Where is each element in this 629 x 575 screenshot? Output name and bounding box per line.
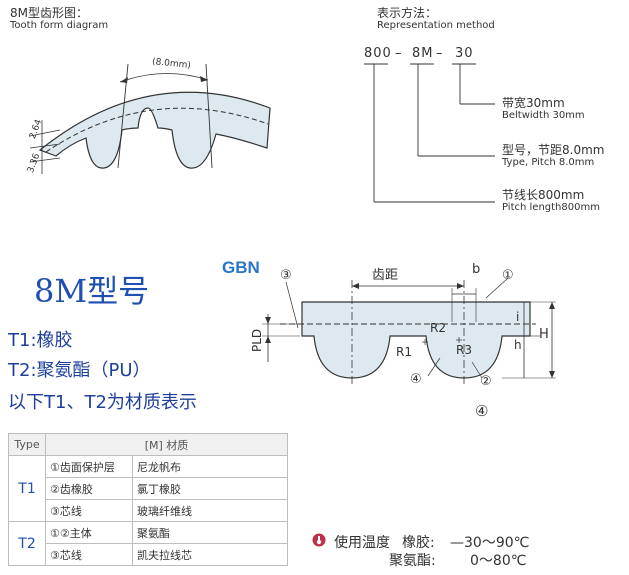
rubber-temp-label: 橡胶:	[402, 535, 435, 551]
pu-temp-range: 0～80℃	[470, 553, 527, 569]
temperature-label: 使用温度	[334, 535, 390, 551]
table-header-material: [M] 材质	[45, 433, 288, 456]
representation-subtitle: Representation method	[377, 20, 495, 31]
r3-label: R3	[456, 343, 472, 357]
table-row: T1 ①齿面保护层 尼龙帆布	[8, 455, 288, 522]
table-cell-part: ①齿面保护层	[45, 455, 133, 478]
pitch-length-label-en: Pitch length800mm	[502, 202, 600, 213]
table-row: T2 ①②主体 聚氨酯	[8, 521, 288, 566]
pitch-length-label-cn: 节线长800mm	[502, 188, 585, 202]
t2-material: T2:聚氨酯（PU）	[8, 360, 151, 381]
rubber-temp-range: —30～90℃	[450, 535, 530, 551]
t1-material: T1:橡胶	[8, 330, 73, 351]
h-tooth-label: h	[514, 338, 522, 352]
tooth-form-subtitle: Tooth form diagram	[10, 20, 109, 31]
table-row: ③芯线 凯夫拉线芯	[9, 543, 288, 566]
table-header-row: Type [M] 材质	[8, 433, 288, 456]
callout-1: ①	[502, 268, 514, 283]
table-cell-material: 玻璃纤维线	[132, 499, 288, 522]
beltwidth-label-cn: 带宽30mm	[502, 96, 565, 110]
code-part-type: 8M	[412, 46, 434, 61]
group-type-t2: T2	[8, 521, 46, 566]
model-title-cn: 型号	[87, 274, 150, 310]
table-cell-part: ①②主体	[45, 521, 133, 544]
r1-label: R1	[396, 345, 412, 359]
table-cell-part: ③芯线	[45, 543, 133, 566]
r2-label: R2	[430, 321, 446, 335]
belt-section-diagram	[262, 277, 556, 386]
beltwidth-label-en: Beltwidth 30mm	[502, 110, 585, 121]
type-label-en: Type, Pitch 8.0mm	[502, 157, 595, 168]
table-cell-material: 凯夫拉线芯	[132, 543, 288, 566]
group-type-t1: T1	[8, 455, 46, 522]
material-note: 以下T1、T2为材质表示	[8, 392, 197, 413]
table-cell-material: 氯丁橡胶	[132, 477, 288, 500]
table-row: ②齿橡胶 氯丁橡胶	[9, 477, 288, 500]
material-table: Type [M] 材质 T1 ①齿面保护层 尼龙帆布 ②齿橡胶 氯丁橡胶 ③芯线…	[8, 433, 288, 566]
pitch-label: 齿距	[372, 268, 399, 283]
brand-logo: GBN	[222, 258, 260, 277]
callout-2: ②	[480, 374, 492, 389]
table-row: ③芯线 玻璃纤维线	[9, 499, 288, 522]
callout-3-top: ③	[280, 268, 292, 283]
figure-number: ④	[475, 402, 489, 420]
pld-label: PLD	[250, 328, 264, 352]
code-part-width: 30	[455, 46, 474, 61]
table-cell-part: ②齿橡胶	[45, 477, 133, 500]
model-code: 8M	[34, 272, 88, 310]
table-header-type: Type	[8, 433, 46, 456]
i-label: i	[516, 310, 520, 324]
tooth-form-title: 8M型齿形图：	[10, 6, 88, 20]
table-cell-material: 聚氨酯	[132, 521, 288, 544]
representation-title: 表示方法：	[377, 6, 438, 20]
table-cell-part: ③芯线	[45, 499, 133, 522]
representation-leader-lines	[364, 63, 495, 203]
type-label-cn: 型号，节距8.0mm	[502, 143, 605, 157]
code-dash-1: –	[395, 46, 402, 61]
code-part-length: 800	[364, 46, 392, 61]
code-dash-2: –	[436, 46, 443, 61]
tooth-form-diagram	[29, 63, 271, 174]
table-cell-material: 尼龙帆布	[132, 455, 288, 478]
model-title: 8M型号	[34, 266, 149, 311]
b-label: b	[472, 262, 481, 277]
thermometer-icon	[312, 533, 326, 547]
callout-4: ④	[410, 372, 422, 387]
h-total-label: H	[539, 327, 549, 342]
pu-temp-label: 聚氨酯:	[389, 553, 436, 569]
